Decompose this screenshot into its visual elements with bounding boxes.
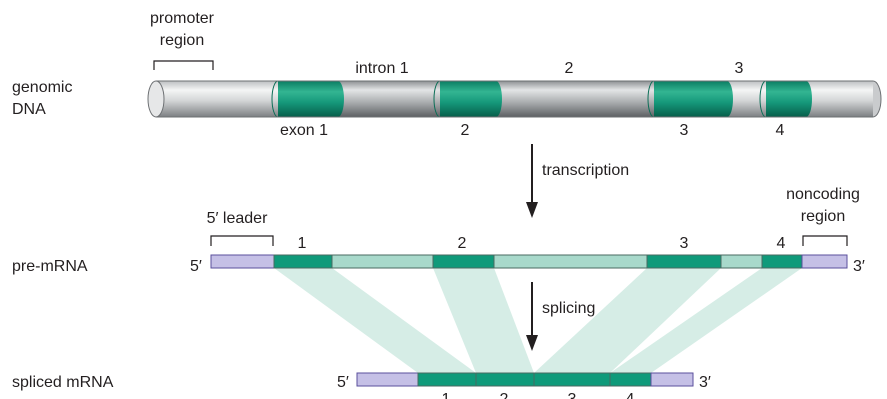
projection-exon-2 — [433, 268, 534, 373]
noncoding-bracket — [802, 235, 848, 246]
projection-exon-4 — [610, 268, 802, 373]
projection-exon-1 — [274, 268, 476, 373]
spliced-mrna-label: spliced mRNA — [12, 374, 114, 391]
exon-2-left-edge — [433, 80, 441, 118]
pre-mrna-label: pre-mRNA — [12, 258, 88, 275]
spliced-exon-4 — [609, 372, 652, 387]
spliced-3prime: 3′ — [699, 374, 711, 391]
exon-1-end — [332, 81, 344, 117]
pre-mrna-exon-4 — [761, 254, 803, 269]
exon-2-segment — [440, 81, 496, 117]
pre-mrna-3prime: 3′ — [853, 258, 865, 275]
exon-3-end — [721, 81, 733, 117]
exon-2-label: 2 — [461, 122, 470, 139]
spliced-exon-2-label: 2 — [500, 391, 509, 399]
pre-mrna-exon-2-label: 2 — [458, 235, 467, 252]
intron-2-label: 2 — [565, 60, 574, 77]
pre-mrna-3-utr — [801, 254, 848, 269]
spliced-5-utr — [356, 372, 419, 387]
exon-1-left-edge — [271, 80, 279, 118]
pre-mrna-exon-2 — [432, 254, 495, 269]
pre-mrna-exon-1 — [273, 254, 333, 269]
exon-3-segment — [654, 81, 727, 117]
spliced-3-utr — [650, 372, 694, 387]
pre-mrna-exon-1-label: 1 — [298, 235, 307, 252]
dna-right-cap — [872, 80, 882, 118]
transcription-label: transcription — [542, 162, 629, 179]
exon-2-end — [490, 81, 502, 117]
leader-bracket — [210, 235, 274, 246]
splice-projections — [274, 268, 802, 373]
promoter-bracket — [153, 60, 214, 70]
noncoding-label-line2: region — [801, 208, 845, 225]
spliced-mrna-bar — [356, 372, 694, 387]
genomic-dna-cylinder — [147, 80, 882, 118]
spliced-5prime: 5′ — [337, 374, 349, 391]
pre-mrna-exon-3 — [646, 254, 722, 269]
intron-1-segment — [332, 81, 445, 117]
splicing-label: splicing — [542, 300, 595, 317]
pre-mrna-exon-4-label: 4 — [777, 235, 786, 252]
exon-4-end — [800, 81, 812, 117]
intron-1-label: intron 1 — [355, 60, 408, 77]
pre-mrna-bar — [210, 254, 848, 269]
pre-mrna-intron-3 — [720, 254, 763, 269]
spliced-exon-3-label: 3 — [568, 391, 577, 399]
pre-mrna-5-utr — [210, 254, 275, 269]
exon-3-left-edge — [647, 80, 655, 118]
exon-4-left-edge — [759, 80, 767, 118]
intron-3-segment — [731, 81, 769, 117]
intron-2-segment — [496, 81, 659, 117]
spliced-exon-1-label: 1 — [442, 391, 451, 399]
exon-1-label: exon 1 — [280, 122, 328, 139]
promoter-label-line2: region — [160, 32, 204, 49]
exon-1-segment — [278, 81, 338, 117]
pre-mrna-exon-3-label: 3 — [680, 235, 689, 252]
pre-mrna-intron-2 — [493, 254, 648, 269]
promoter-label-line1: promoter — [150, 10, 215, 27]
exon-4-segment — [766, 81, 806, 117]
exon-3-label: 3 — [680, 122, 689, 139]
pre-mrna-intron-1 — [331, 254, 434, 269]
dna-left-cap — [147, 80, 165, 118]
genomic-dna-label-line2: DNA — [12, 101, 46, 118]
projection-exon-3 — [534, 268, 721, 373]
spliced-exon-3 — [533, 372, 611, 387]
spliced-exon-1 — [417, 372, 477, 387]
noncoding-label-line1: noncoding — [786, 186, 860, 203]
genomic-dna-label-line1: genomic — [12, 79, 72, 96]
splicing-arrow — [526, 282, 538, 351]
spliced-exon-4-label: 4 — [626, 391, 635, 399]
leader-label: 5′ leader — [207, 210, 268, 227]
pre-mrna-5prime: 5′ — [190, 258, 202, 275]
transcription-arrow — [526, 144, 538, 218]
exon-4-label: 4 — [776, 122, 785, 139]
spliced-exon-2 — [475, 372, 535, 387]
intron-3-label: 3 — [735, 60, 744, 77]
